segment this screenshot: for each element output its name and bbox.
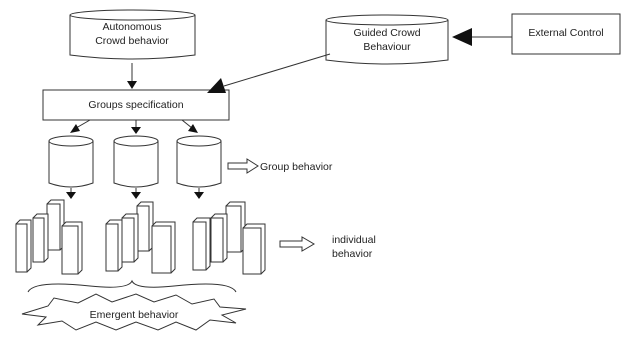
arrows-groups-to-cylinders	[70, 119, 198, 134]
autonomous-label-line2: Crowd behavior	[95, 35, 169, 47]
individual-cluster-1	[15, 199, 83, 275]
autonomous-label-line1: Autonomous	[103, 21, 162, 33]
emergent-behavior-label: Emergent behavior	[90, 309, 179, 321]
arrow-autonomous-to-groups	[127, 63, 137, 89]
arrows-cylinders-to-individuals	[66, 188, 204, 199]
autonomous-crowd-behavior-node: Autonomous Crowd behavior	[69, 9, 196, 60]
group-cylinder-1	[48, 135, 94, 188]
guided-label-line2: Behaviour	[363, 41, 411, 53]
guided-crowd-behaviour-node: Guided Crowd Behaviour	[325, 14, 449, 65]
emergent-behavior-node: Emergent behavior	[21, 293, 247, 331]
groups-specification-label: Groups specification	[88, 99, 183, 111]
groups-specification-node: Groups specification	[42, 89, 230, 121]
group-cylinder-2	[113, 135, 159, 188]
external-control-node: External Control	[511, 13, 621, 55]
external-control-label: External Control	[528, 27, 603, 39]
guided-label-line1: Guided Crowd	[353, 27, 420, 39]
arrow-guided-to-groups	[207, 53, 331, 93]
individual-behavior-label-line1: individual	[332, 234, 376, 246]
individual-behavior-arrow	[279, 236, 315, 252]
arrow-external-to-guided	[452, 28, 512, 46]
individual-cluster-2	[105, 201, 176, 274]
individual-cluster-3	[192, 201, 266, 275]
emergent-brace	[27, 279, 237, 293]
individual-behavior-label-line2: behavior	[332, 248, 373, 260]
group-behavior-arrow	[227, 158, 259, 174]
group-behavior-label: Group behavior	[260, 161, 333, 173]
group-cylinder-3	[176, 135, 222, 188]
